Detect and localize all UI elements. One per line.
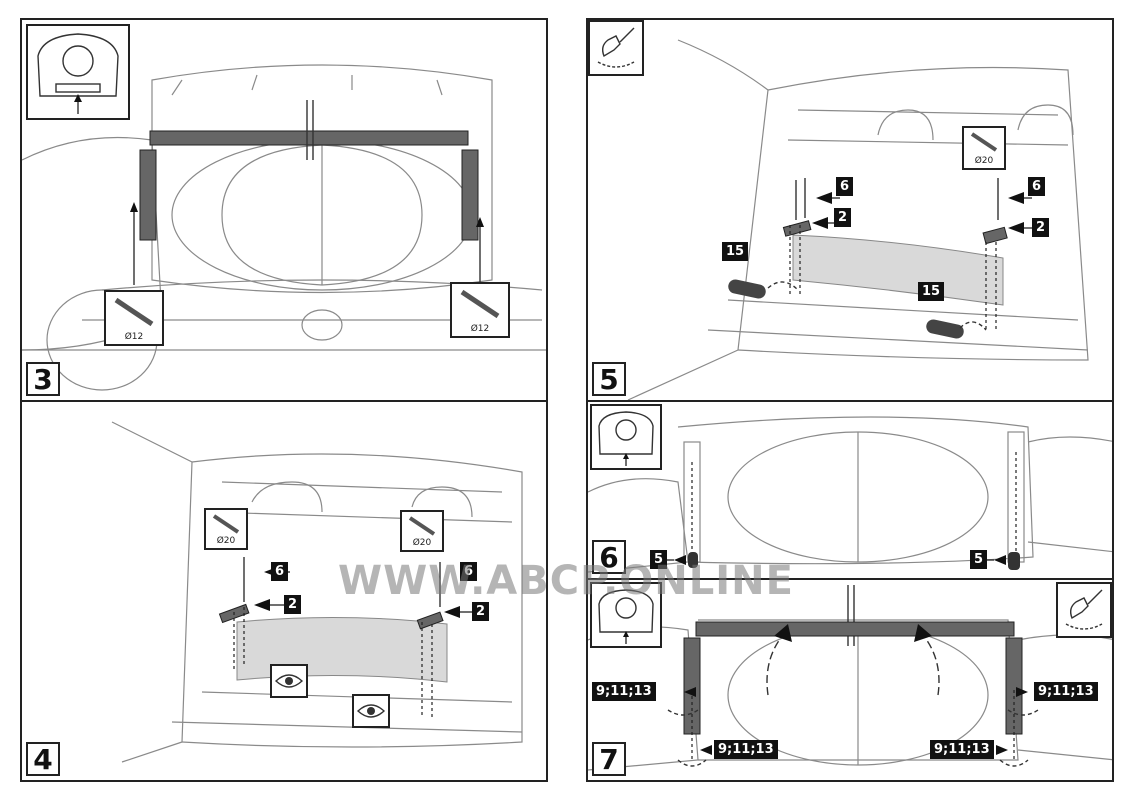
part-label-15-right: 15 [918, 282, 945, 301]
step-7-panel: 9;11;13 9;11;13 9;11;13 9;11;13 7 [586, 578, 1114, 782]
part-label-15-left: 15 [722, 242, 749, 261]
left-bracket [683, 637, 701, 735]
bolt-icon [460, 289, 500, 319]
step-4-panel: Ø20 Ø20 6 2 6 2 4 [20, 400, 548, 782]
part-label-6-right: 6 [460, 562, 478, 581]
part-label-9-11-13-right-upper: 9;11;13 [1034, 682, 1098, 701]
bolt-icon [114, 297, 154, 327]
part-label-6-left: 6 [836, 177, 854, 196]
eye-icon [274, 674, 304, 688]
diameter-label: Ø20 [974, 156, 994, 166]
part-label-9-11-13-left-upper: 9;11;13 [592, 682, 656, 701]
car-rear-inset [26, 24, 130, 120]
part-label-9-11-13-right-lower: 9;11;13 [930, 740, 994, 759]
eye-icon [356, 704, 386, 718]
right-bracket [1005, 637, 1023, 735]
car-rear-inset [590, 582, 662, 648]
eye-inset-left [270, 664, 308, 698]
step-3-illustration [22, 64, 546, 391]
part-label-5-right: 5 [970, 550, 988, 569]
step-3-panel: Ø12 Ø12 3 [20, 18, 548, 402]
step-number: 5 [592, 362, 626, 396]
step-number: 7 [592, 742, 626, 776]
car-rear-icon [598, 589, 654, 644]
bolt-inset: Ø20 [962, 126, 1006, 170]
step-4-illustration [111, 421, 523, 763]
part-label-2-left: 2 [284, 595, 302, 614]
crossbar [695, 621, 1015, 637]
bolt-inset-left: Ø20 [204, 508, 248, 550]
diameter-label: Ø12 [124, 332, 144, 342]
car-rear-icon [37, 33, 119, 114]
bolt-icon [970, 132, 998, 152]
step-number: 6 [592, 540, 626, 574]
eye-inset-right [352, 694, 390, 728]
part-label-6-right: 6 [1028, 177, 1046, 196]
bolt-inset-right: Ø20 [400, 510, 444, 552]
left-bracket [139, 149, 157, 241]
hand-wrench-icon [1065, 589, 1103, 630]
hand-wrench-icon [597, 27, 635, 68]
bolt-icon [408, 516, 436, 536]
right-bracket [461, 149, 479, 241]
bolt-inset-right: Ø12 [450, 282, 510, 338]
diameter-label: Ø12 [470, 324, 490, 334]
part-label-2-left: 2 [834, 208, 852, 227]
step-5-illustration [627, 39, 1089, 400]
bolt-inset-left: Ø12 [104, 290, 164, 346]
car-rear-icon [598, 411, 654, 466]
part-label-5-left: 5 [650, 550, 668, 569]
step-6-panel: 5 5 6 [586, 400, 1114, 580]
crossbar [149, 130, 469, 146]
step-number: 3 [26, 362, 60, 396]
hand-wrench-inset [1056, 582, 1112, 638]
part-label-9-11-13-left-lower: 9;11;13 [714, 740, 778, 759]
part-label-2-right: 2 [472, 602, 490, 621]
step-number: 4 [26, 742, 60, 776]
bolt-icon [212, 514, 240, 534]
step-5-panel: Ø20 6 2 6 2 15 15 5 [586, 18, 1114, 402]
diameter-label: Ø20 [216, 536, 236, 546]
part-label-2-right: 2 [1032, 218, 1050, 237]
step-6-illustration [588, 416, 1112, 573]
diameter-label: Ø20 [412, 538, 432, 548]
car-rear-inset [590, 404, 662, 470]
hand-wrench-inset [588, 20, 644, 76]
step-7-illustration [588, 585, 1112, 771]
part-label-6-left: 6 [271, 562, 289, 581]
